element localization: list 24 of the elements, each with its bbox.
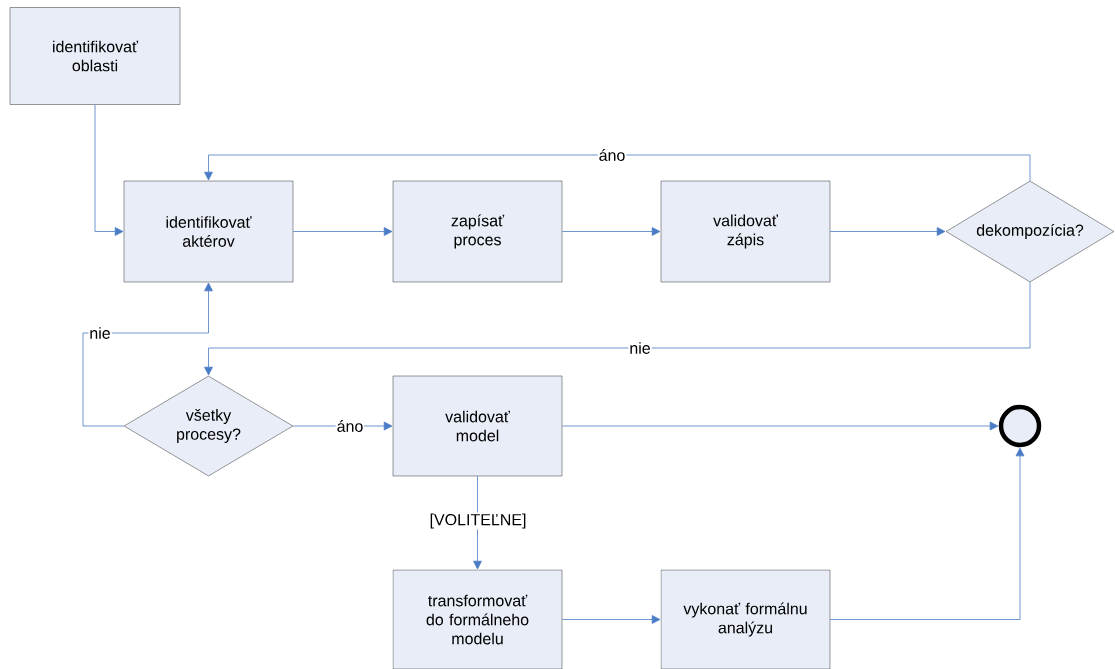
arrow — [204, 281, 1031, 376]
arrow — [561, 421, 999, 431]
edge-label: nie — [88, 326, 112, 340]
process-box: validovať zápis — [660, 180, 831, 283]
arrow — [561, 615, 661, 624]
end-circle — [998, 404, 1042, 448]
process-box: validovať model — [392, 375, 563, 477]
arrow — [829, 227, 946, 236]
edge-label: [VOLITEĽNE] — [428, 512, 528, 530]
arrow — [829, 447, 1025, 620]
process-box: identifikovať aktérov — [123, 180, 294, 283]
process-box: vykonať formálnu analýzu — [660, 569, 831, 669]
arrow — [292, 227, 393, 236]
arrow — [94, 104, 124, 236]
arrow — [204, 154, 1031, 182]
edge-label: áno — [335, 419, 365, 433]
process-box: transformovať do formálneho modelu — [392, 569, 563, 669]
process-box: identifikovať oblasti — [9, 7, 181, 105]
arrow — [473, 475, 482, 570]
edge-label: nie — [628, 341, 652, 355]
arrow — [561, 227, 661, 236]
edge-label: áno — [597, 148, 627, 162]
arrow — [82, 282, 213, 427]
process-box: zapísať proces — [392, 180, 563, 283]
